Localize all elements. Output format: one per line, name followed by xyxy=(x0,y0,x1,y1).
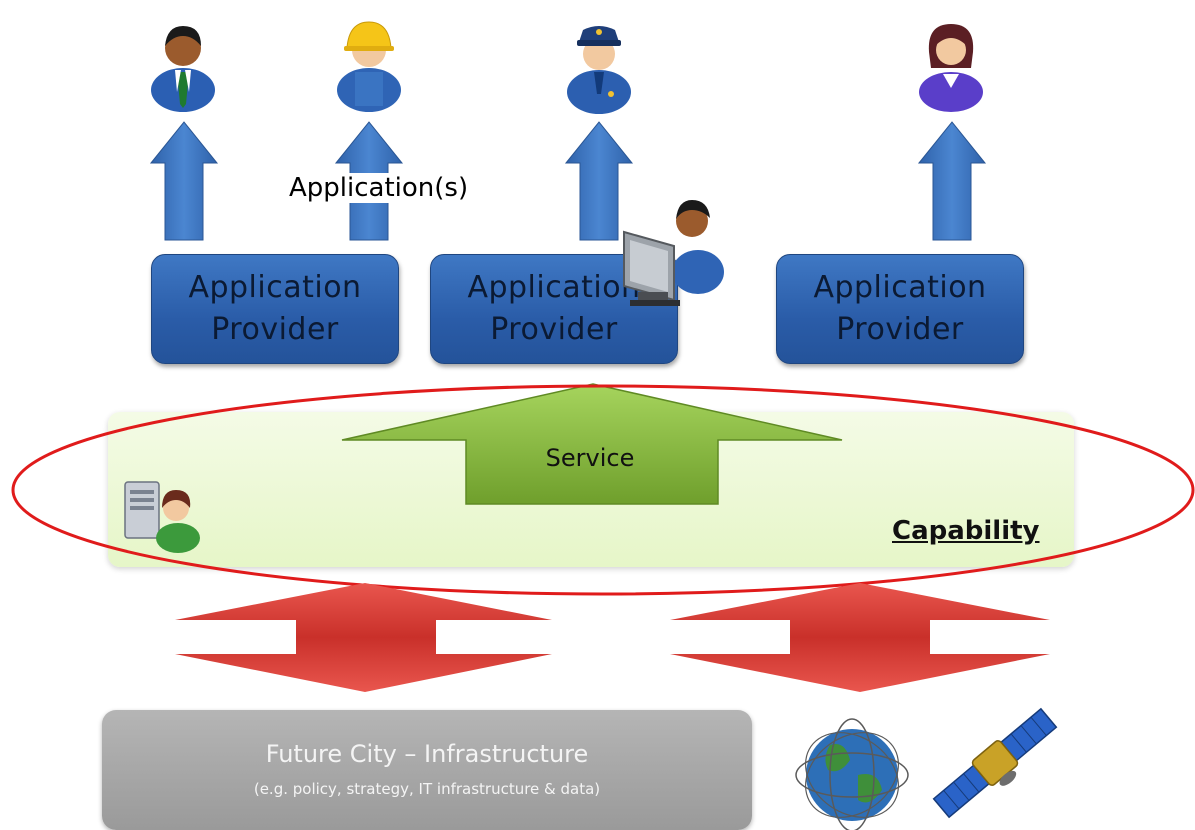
provider-2-line2: Provider xyxy=(490,312,618,347)
satellite-icon xyxy=(932,707,1058,819)
arrow-up-4 xyxy=(917,121,987,241)
construction-worker-icon xyxy=(337,21,401,112)
police-officer-icon xyxy=(567,26,631,114)
arrow-up-1 xyxy=(149,121,219,241)
double-arrow-left xyxy=(175,583,552,692)
double-arrow-right xyxy=(670,583,1050,692)
infrastructure-box: Future City – Infrastructure (e.g. polic… xyxy=(102,710,752,830)
woman-user-icon xyxy=(919,24,983,112)
applications-label: Application(s) xyxy=(287,173,471,203)
infrastructure-title: Future City – Infrastructure xyxy=(265,740,589,768)
globe-network-icon xyxy=(795,718,909,830)
service-arrow xyxy=(341,383,843,505)
computer-operator-icon xyxy=(623,200,724,306)
infrastructure-subtitle: (e.g. policy, strategy, IT infrastructur… xyxy=(253,780,601,798)
provider-3-line1: Application xyxy=(813,270,987,305)
server-admin-icon xyxy=(124,481,200,553)
provider-3-line2: Provider xyxy=(836,312,964,347)
provider-1-line2: Provider xyxy=(211,312,339,347)
capability-highlight-ellipse xyxy=(11,384,1195,596)
provider-1-line1: Application xyxy=(188,270,362,305)
capability-label: Capability xyxy=(892,516,1040,546)
service-label: Service xyxy=(545,444,635,472)
businessman-icon xyxy=(151,26,215,112)
arrow-up-3 xyxy=(564,121,634,241)
provider-2-line1: Application xyxy=(467,270,641,305)
